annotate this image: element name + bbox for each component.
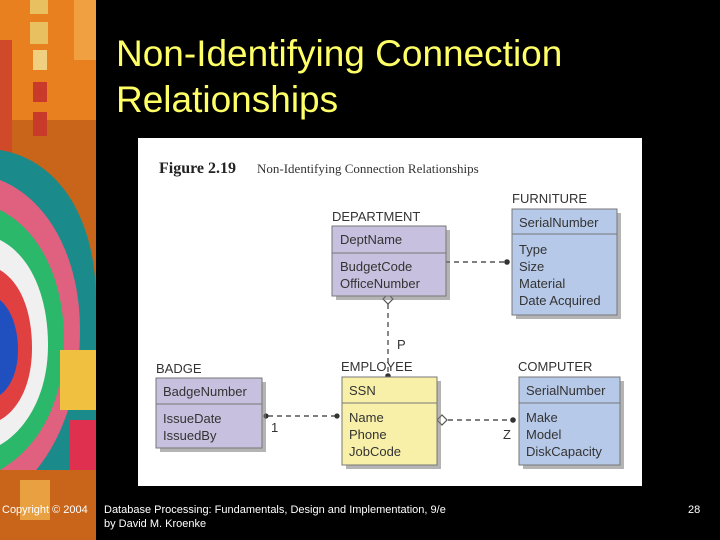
- badge-employee-label: 1: [271, 420, 278, 435]
- slide-title-line-1: Non-Identifying Connection: [116, 33, 563, 74]
- footer-book-title: Database Processing: Fundamentals, Desig…: [104, 504, 446, 516]
- er-diagram: Figure 2.19 Non-Identifying Connection R…: [155, 160, 624, 469]
- entity-employee: EMPLOYEE SSN Name Phone JobCode: [341, 359, 441, 469]
- entity-key: DeptName: [340, 232, 402, 247]
- entity-attribute: BudgetCode: [340, 259, 412, 274]
- entity-attribute: DiskCapacity: [526, 444, 602, 459]
- entity-attribute: Make: [526, 410, 558, 425]
- entity-key: SerialNumber: [526, 383, 606, 398]
- slide-title-line-2: Relationships: [116, 79, 339, 120]
- employee-computer-label: Z: [503, 427, 511, 442]
- entity-key: SSN: [349, 383, 376, 398]
- entity-name: COMPUTER: [518, 359, 592, 374]
- entity-attribute: IssueDate: [163, 411, 222, 426]
- entity-attribute: Type: [519, 242, 547, 257]
- entity-attribute: IssuedBy: [163, 428, 217, 443]
- entity-department: DEPARTMENT DeptName BudgetCode OfficeNum…: [331, 209, 450, 300]
- page-number: 28: [688, 504, 701, 516]
- footer-book-author: by David M. Kroenke: [104, 518, 207, 530]
- badge-employee-dot-right: [334, 413, 340, 419]
- entity-key: SerialNumber: [519, 215, 599, 230]
- entity-furniture: FURNITURE SerialNumber Type Size Materia…: [511, 191, 621, 319]
- entity-attribute: Phone: [349, 427, 387, 442]
- employee-computer-dot: [510, 417, 516, 423]
- entity-computer: COMPUTER SerialNumber Make Model DiskCap…: [518, 359, 624, 469]
- dept-furniture-dot: [504, 259, 510, 265]
- dept-employee-label: P: [397, 337, 406, 352]
- entity-attribute: OfficeNumber: [340, 276, 421, 291]
- footer-copyright: Copyright © 2004: [2, 504, 88, 516]
- entity-key: BadgeNumber: [163, 384, 247, 399]
- entity-name: DEPARTMENT: [332, 209, 420, 224]
- figure-caption: Non-Identifying Connection Relationships: [257, 161, 479, 176]
- entity-attribute: Material: [519, 276, 565, 291]
- entity-badge: BADGE BadgeNumber IssueDate IssuedBy: [155, 361, 266, 452]
- entity-attribute: JobCode: [349, 444, 401, 459]
- entity-name: BADGE: [156, 361, 202, 376]
- entity-attribute: Model: [526, 427, 562, 442]
- entity-name: FURNITURE: [512, 191, 587, 206]
- entity-attribute: Date Acquired: [519, 293, 601, 308]
- entity-attribute: Size: [519, 259, 544, 274]
- figure-panel: Figure 2.19 Non-Identifying Connection R…: [138, 138, 642, 486]
- entity-attribute: Name: [349, 410, 384, 425]
- entity-name: EMPLOYEE: [341, 359, 413, 374]
- figure-label: Figure 2.19: [159, 160, 236, 177]
